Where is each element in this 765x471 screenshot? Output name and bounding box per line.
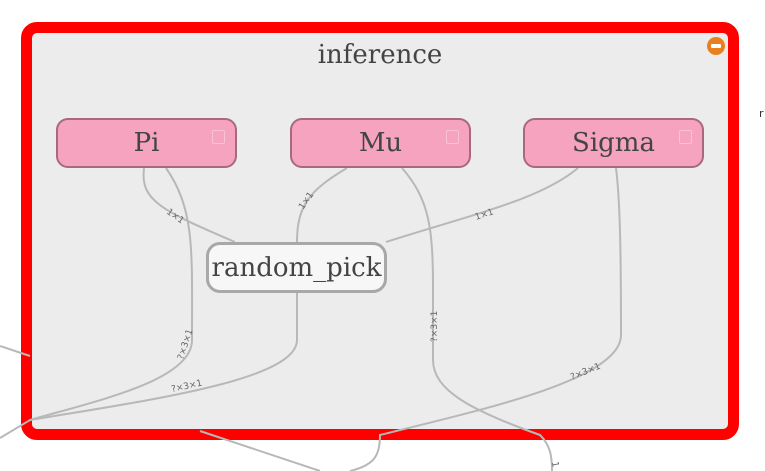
edge-pi-random-pick — [142, 167, 236, 243]
edge-label-sigma-out: ?×3×1 — [569, 362, 602, 383]
node-sigma[interactable]: Sigma — [523, 118, 704, 168]
expand-icon — [446, 130, 459, 144]
edge-external-left — [0, 345, 31, 357]
node-mu[interactable]: Mu — [290, 118, 471, 168]
edge-mu-out — [401, 167, 553, 471]
node-sigma-label: Sigma — [572, 128, 655, 158]
edge-mu-random-pick — [296, 167, 348, 243]
node-pi[interactable]: Pi — [56, 118, 237, 168]
minus-circle-icon[interactable] — [707, 37, 725, 55]
offscreen-label: r — [759, 107, 764, 120]
edge-label-bottom-right-out: 1 — [549, 461, 560, 468]
node-pi-label: Pi — [133, 128, 160, 158]
edge-label-mu-out: ?×3×1 — [430, 311, 440, 342]
edge-sigma-random-pick — [385, 167, 579, 243]
edge-label-sigma-random-pick: 1×1 — [474, 207, 495, 222]
expand-icon — [679, 130, 692, 144]
node-random-pick-label: random_pick — [211, 252, 382, 283]
node-random-pick[interactable]: random_pick — [206, 242, 387, 293]
edge-label-pi-random-pick: 1×1 — [164, 207, 185, 226]
group-title: inference — [317, 40, 443, 70]
expand-icon — [212, 130, 225, 144]
edge-pi-out — [0, 167, 194, 439]
edge-label-pi-out: ?×3×1 — [176, 328, 195, 361]
edge-external-bottom — [199, 430, 321, 471]
node-mu-label: Mu — [358, 128, 403, 158]
edge-random-pick-out — [29, 292, 298, 421]
edge-sigma-out — [349, 167, 623, 471]
